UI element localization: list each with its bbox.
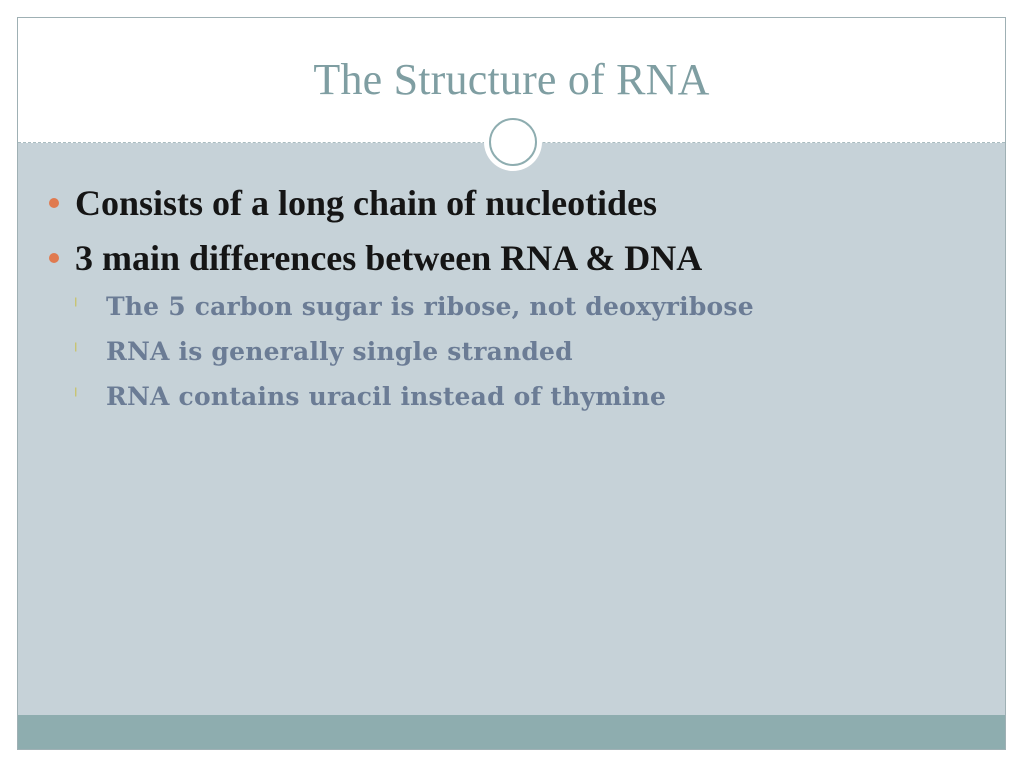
bullet-text: 3 main differences between RNA & DNA [75, 238, 703, 278]
sub-bullet-item: ˡ RNA is generally single stranded [74, 331, 573, 371]
tick-mark-icon: ˡ [74, 384, 78, 408]
ring-ornament-icon [484, 113, 542, 171]
sub-bullet-item: ˡ RNA contains uracil instead of thymine [74, 376, 666, 416]
bullet-item: Consists of a long chain of nucleotides [49, 178, 657, 228]
bullet-dot-icon [49, 253, 59, 263]
ring-ornament-inner [489, 118, 537, 166]
bullet-dot-icon [49, 198, 59, 208]
footer-bar [18, 715, 1005, 749]
bullet-text: Consists of a long chain of nucleotides [75, 183, 658, 223]
tick-mark-icon: ˡ [74, 294, 78, 318]
sub-bullet-text: The 5 carbon sugar is ribose, not deoxyr… [106, 291, 754, 321]
slide-title: The Structure of RNA [313, 55, 710, 104]
sub-bullet-text: RNA is generally single stranded [106, 336, 573, 366]
slide: The Structure of RNA Consists of a long … [17, 17, 1006, 750]
bullet-item: 3 main differences between RNA & DNA [49, 233, 702, 283]
tick-mark-icon: ˡ [74, 339, 78, 363]
sub-bullet-item: ˡ The 5 carbon sugar is ribose, not deox… [74, 286, 754, 326]
sub-bullet-text: RNA contains uracil instead of thymine [106, 381, 667, 411]
